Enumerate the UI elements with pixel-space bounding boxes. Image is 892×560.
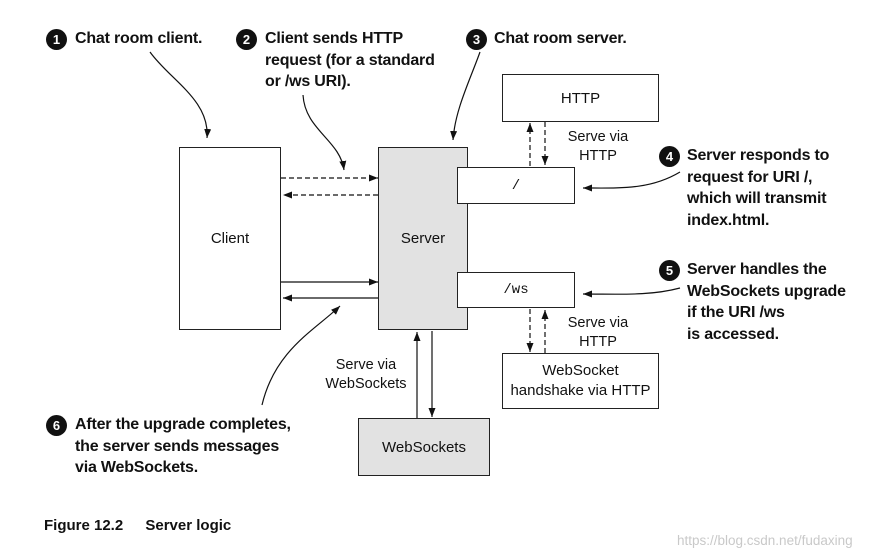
callout-line: index.html. (687, 211, 770, 229)
callout-1-number: 1 (46, 29, 67, 50)
label-line: HTTP (579, 334, 617, 350)
ws-uri-label: /ws (503, 282, 529, 298)
callout-line: the server sends messages (75, 437, 280, 455)
callout-line: Chat room server. (494, 30, 627, 47)
callout-line: Client sends HTTP (265, 30, 403, 47)
callout-1-text: Chat room client. (75, 28, 202, 50)
callout-1-leader (149, 51, 212, 139)
callout-line: request (for a standard (265, 51, 435, 69)
callout-line: Server handles the (687, 261, 827, 278)
callout-line: via WebSockets. (75, 459, 198, 476)
websocket-handshake-box: WebSocket handshake via HTTP (502, 353, 659, 409)
ws-uri-box: /ws (457, 272, 575, 308)
callout-line: or /ws URI). (265, 73, 351, 90)
callout-2-leader (302, 94, 347, 171)
websockets-box-label: WebSockets (382, 438, 466, 456)
client-box: Client (179, 147, 281, 330)
callout-4-text: Server responds to request for URI /, wh… (687, 145, 829, 231)
handshake-label-line-1: WebSocket (542, 362, 619, 379)
callout-3-text: Chat room server. (494, 28, 627, 50)
callout-3-leader (450, 51, 481, 141)
label-line: Serve via (567, 129, 629, 145)
figure-number: Figure 12.2 (44, 517, 124, 534)
serve-via-http-top-label: Serve via HTTP (560, 128, 636, 166)
figure-title: Server logic (145, 517, 232, 534)
callout-line: Server responds to (687, 147, 830, 164)
http-box-label: HTTP (560, 89, 601, 107)
root-uri-box: / (457, 167, 575, 204)
callout-5-leader (582, 287, 681, 298)
callout-line: which will transmit (687, 190, 827, 207)
serve-via-websockets-label: Serve via WebSockets (318, 356, 414, 394)
callout-6-text: After the upgrade completes, the server … (75, 414, 291, 479)
figure-caption: Figure 12.2 Server logic (44, 517, 231, 534)
server-box-label: Server (400, 230, 446, 247)
label-line: WebSockets (325, 376, 407, 392)
callout-6-leader (261, 305, 341, 406)
label-line: Serve via (567, 315, 629, 331)
watermark: https://blog.csdn.net/fudaxing (677, 533, 853, 548)
callout-line: if the URI /ws (687, 304, 785, 321)
callout-4-leader (582, 171, 681, 192)
callout-5-text: Server handles the WebSockets upgrade if… (687, 259, 846, 345)
callout-2-number: 2 (236, 29, 257, 50)
label-line: HTTP (579, 148, 617, 164)
callout-5-number: 5 (659, 260, 680, 281)
callout-line: request for URI /, (687, 168, 813, 186)
callout-line: After the upgrade completes, (75, 416, 291, 433)
serve-via-http-bottom-label: Serve via HTTP (560, 314, 636, 352)
server-box: Server (378, 147, 468, 330)
callout-line: Chat room client. (75, 30, 203, 47)
handshake-label-line-2: handshake via HTTP (510, 382, 651, 399)
root-uri-label: / (511, 177, 521, 194)
callout-3-number: 3 (466, 29, 487, 50)
websockets-box: WebSockets (358, 418, 490, 476)
client-box-label: Client (210, 230, 250, 247)
http-box: HTTP (502, 74, 659, 122)
label-line: Serve via (335, 357, 397, 373)
callout-2-text: Client sends HTTP request (for a standar… (265, 28, 435, 93)
callout-line: is accessed. (687, 325, 779, 343)
callout-4-number: 4 (659, 146, 680, 167)
callout-line: WebSockets upgrade (687, 282, 846, 300)
callout-6-number: 6 (46, 415, 67, 436)
